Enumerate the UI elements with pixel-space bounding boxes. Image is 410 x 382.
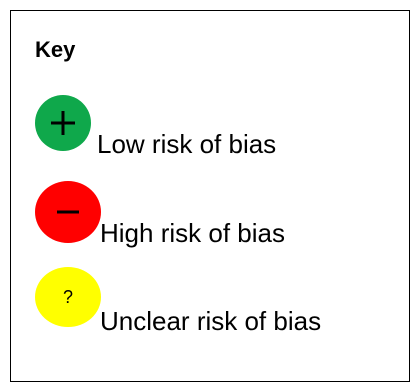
question-icon: ?	[35, 267, 101, 327]
legend-label-low-risk: Low risk of bias	[97, 129, 277, 159]
legend-item-unclear-risk: ? Unclear risk of bias	[11, 267, 409, 334]
legend-key-box: Key Low risk of bias High risk of bias ?…	[10, 10, 410, 382]
legend-item-low-risk: Low risk of bias	[11, 95, 409, 159]
plus-icon	[35, 95, 91, 151]
minus-icon	[35, 181, 101, 243]
question-glyph: ?	[62, 286, 73, 307]
legend-item-high-risk: High risk of bias	[11, 181, 409, 246]
legend-label-high-risk: High risk of bias	[100, 218, 285, 248]
legend-label-unclear-risk: Unclear risk of bias	[100, 306, 322, 336]
legend-title: Key	[35, 37, 76, 62]
